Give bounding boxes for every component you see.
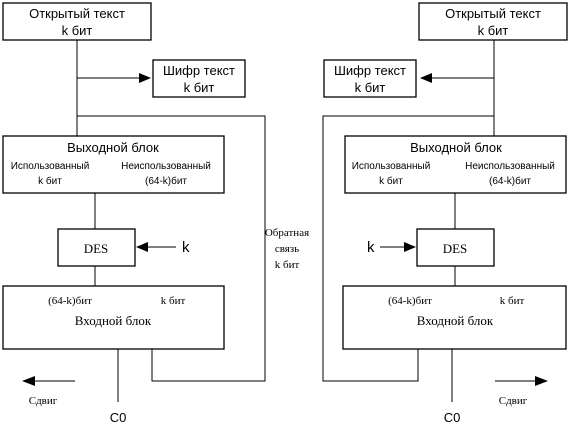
right-plaintext-label: Открытый текст (445, 6, 541, 21)
right-plaintext-bits: k бит (478, 23, 509, 38)
feedback-label-line2: связь (275, 243, 299, 255)
right-c0-label: C0 (444, 410, 461, 425)
left-shift-arrowhead (22, 376, 35, 386)
right-output-block (344, 135, 567, 194)
left-used-bits: k бит (38, 175, 62, 187)
left-key-label: k (182, 239, 190, 256)
right-input-block (342, 285, 567, 350)
feedback-label-line3: k бит (275, 259, 300, 271)
right-des-box (416, 228, 495, 267)
right-feedback-line (322, 115, 494, 382)
right-used-bits: k бит (379, 175, 403, 187)
right-key-label: k (367, 239, 375, 256)
left-cipher-box (152, 59, 246, 98)
left-plaintext-box (2, 2, 152, 41)
right-cipher-label: Шифр текст (334, 63, 406, 78)
left-cipher-label: Шифр текст (163, 63, 235, 78)
left-shift-label: Сдвиг (29, 395, 58, 407)
right-plaintext-box (418, 2, 568, 41)
right-used-label: Использованный (352, 161, 431, 172)
right-cipher-bits: k бит (355, 80, 386, 95)
left-plaintext-bits: k бит (62, 23, 93, 38)
left-used-label: Использованный (11, 161, 90, 172)
left-plaintext-label: Открытый текст (29, 6, 125, 21)
left-feedback-line (77, 115, 266, 382)
right-input-field-a: (64-k)бит (388, 295, 432, 307)
right-output-block-title: Выходной блок (410, 140, 502, 155)
right-unused-label: Неиспользованный (465, 161, 555, 172)
left-cipher-arrowhead (139, 73, 151, 83)
right-unused-bits: (64-k)бит (489, 175, 531, 187)
feedback-label-line1: Обратная (265, 227, 309, 239)
left-unused-label: Неиспользованный (121, 161, 211, 172)
left-des-box (57, 228, 136, 267)
left-input-block (2, 285, 225, 350)
left-des-label: DES (84, 241, 109, 256)
left-input-block-title: Входной блок (75, 313, 152, 328)
right-shift-arrowhead (535, 376, 548, 386)
left-output-block-title: Выходной блок (67, 140, 159, 155)
right-cipher-box (323, 59, 417, 98)
left-input-field-a: (64-k)бит (48, 295, 92, 307)
left-key-arrowhead (136, 242, 148, 252)
left-output-block (2, 135, 225, 194)
left-cipher-bits: k бит (184, 80, 215, 95)
right-des-label: DES (443, 241, 468, 256)
left-c0-label: C0 (110, 410, 127, 425)
right-input-block-title: Входной блок (417, 313, 494, 328)
right-cipher-arrowhead (420, 73, 432, 83)
right-key-arrowhead (404, 242, 416, 252)
left-input-field-b: k бит (161, 295, 186, 307)
right-shift-label: Сдвиг (499, 395, 528, 407)
right-input-field-b: k бит (500, 295, 525, 307)
left-unused-bits: (64-k)бит (145, 175, 187, 187)
